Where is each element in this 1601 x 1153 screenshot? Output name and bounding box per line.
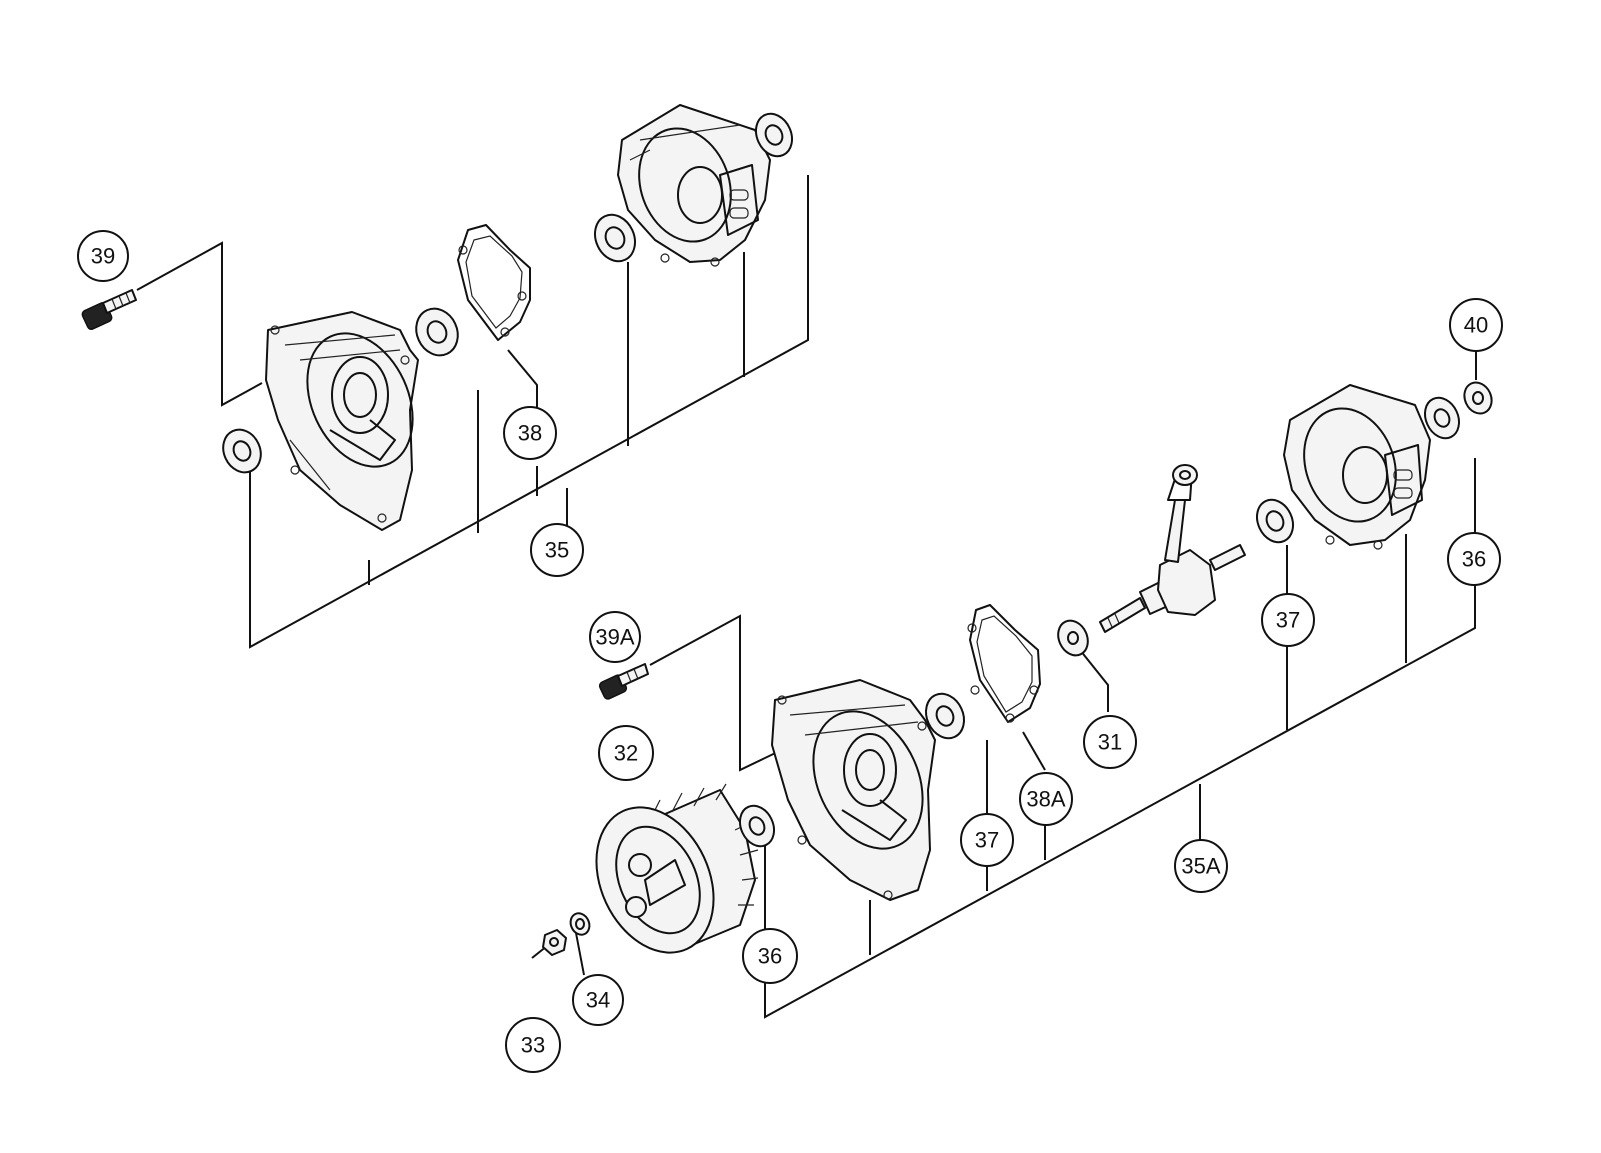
gasket-38-part [457,224,531,341]
crankcase-half-right-upper-part [617,104,771,267]
callout-38-label: 38 [518,421,542,446]
callout-33-label: 33 [521,1033,545,1058]
crankcase-half-left-upper-part [265,311,419,531]
seal-ring-upper-left-part [222,428,262,474]
seal-ring-lower-right-part [1256,498,1294,544]
seal-ring-upper-center-part [594,213,636,263]
screw-39-part [81,289,137,330]
callout-40-label: 40 [1464,313,1488,338]
washer-31-part [1057,619,1089,657]
washer-34-part [569,912,591,936]
callout-39-label: 39 [91,244,115,269]
seal-ring-lower-left-part [738,804,776,848]
callout-35a-label: 35A [1181,854,1220,879]
callout-39a: 39A [589,611,641,663]
flywheel-32-part [595,783,759,954]
nut-33-part [542,929,567,956]
leader-lines-upper [136,175,809,649]
callout-36-right-label: 36 [1462,547,1486,572]
callout-32-label: 32 [614,741,638,766]
callout-37-right: 37 [1261,593,1315,647]
washer-40-part [1463,381,1493,415]
seal-ring-upper-mid-part [415,307,459,357]
callout-36-left-label: 36 [758,944,782,969]
callout-38a: 38A [1019,772,1073,826]
callout-40: 40 [1449,298,1503,352]
callout-32: 32 [598,725,654,781]
callout-38: 38 [503,406,557,460]
callout-31: 31 [1083,715,1137,769]
screw-39a-part [598,663,649,700]
callout-35: 35 [530,523,584,577]
callout-35a: 35A [1174,839,1228,893]
seal-ring-lower-top-right-part [1423,396,1461,440]
callout-39a-label: 39A [595,625,634,650]
callout-34-label: 34 [586,988,610,1013]
callout-36-left: 36 [742,928,798,984]
callout-35-label: 35 [545,538,569,563]
callout-38a-label: 38A [1026,787,1065,812]
seal-ring-upper-right-part [755,112,793,158]
callout-33: 33 [505,1017,561,1073]
callout-39: 39 [77,230,129,282]
callout-31-label: 31 [1098,730,1122,755]
crankcase-half-right-lower-part [1283,384,1431,550]
callout-37-right-label: 37 [1276,608,1300,633]
crankshaft-part [1099,464,1246,633]
gasket-38a-part [967,604,1041,723]
callout-36-right: 36 [1447,532,1501,586]
seal-ring-lower-mid-part [925,692,965,740]
callout-34: 34 [572,974,624,1026]
callout-37-left: 37 [960,813,1014,867]
crankcase-half-left-lower-part [771,679,936,901]
callout-37-left-label: 37 [975,828,999,853]
